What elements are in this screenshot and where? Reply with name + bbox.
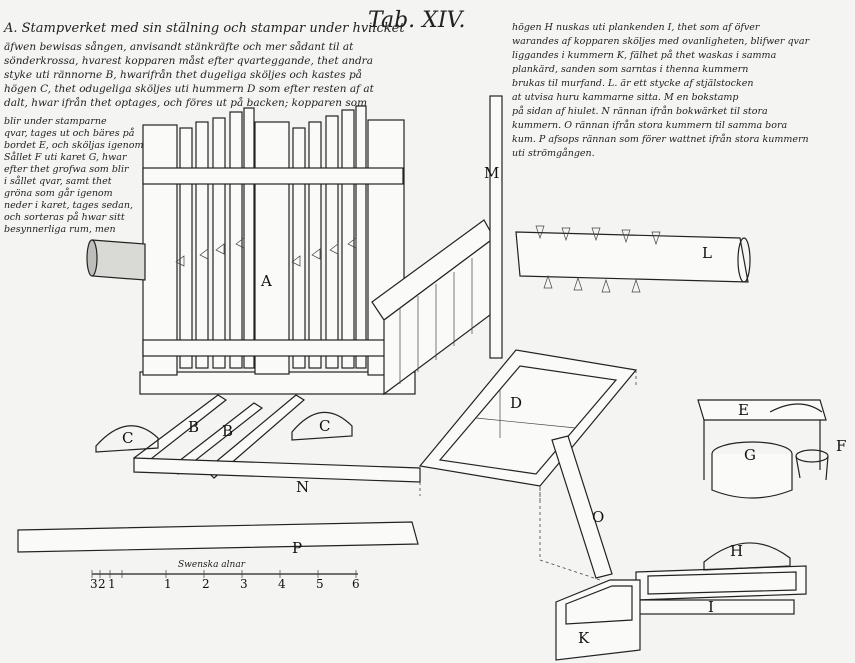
stamp-cams	[175, 237, 357, 267]
label-A: A	[260, 272, 272, 290]
svg-text:brukas til murfand. L. är ett: brukas til murfand. L. är ett stycke af …	[512, 78, 753, 89]
svg-text:1: 1	[164, 577, 172, 591]
label-D: D	[510, 394, 522, 412]
stamps-group-1	[179, 107, 255, 369]
svg-text:6: 6	[352, 577, 360, 591]
channel-O: O	[539, 435, 613, 581]
svg-text:4: 4	[278, 577, 286, 591]
svg-text:Sållet F uti karet G, hwar: Sållet F uti karet G, hwar	[4, 151, 128, 163]
label-C2: C	[319, 417, 330, 435]
left-top-text: A. Stampverket med sin stälning och stam…	[3, 21, 405, 109]
heap-H: H	[703, 542, 791, 571]
vat-G: G	[711, 441, 793, 499]
svg-text:3: 3	[240, 577, 248, 591]
stamps-group-2	[292, 105, 367, 369]
svg-text:at utvisa huru kammarne sitta.: at utvisa huru kammarne sitta. M en boks…	[512, 92, 738, 103]
svg-text:plankärd, sanden som sarntas i: plankärd, sanden som sarntas i thenna ku…	[512, 64, 748, 75]
label-P: P	[292, 539, 302, 557]
svg-text:efter thet grofwa som blir: efter thet grofwa som blir	[4, 164, 130, 175]
label-H: H	[730, 542, 743, 560]
svg-text:styke uti rännorne B, hwarifrå: styke uti rännorne B, hwarifrån thet dug…	[4, 68, 362, 81]
scale-bar: Swenska alnar 3 2 1 1 2 3 4 5 6	[90, 560, 360, 591]
svg-text:warandes af kopparen sköljes m: warandes af kopparen sköljes med ovanlig…	[512, 36, 811, 47]
wheel-support	[371, 219, 495, 396]
svg-text:liggandes i kummern K, fälhet: liggandes i kummern K, fälhet på thet wa…	[512, 49, 777, 61]
table-E: E	[697, 399, 827, 480]
svg-text:dalt, hwar ifrån thet optages,: dalt, hwar ifrån thet optages, och föres…	[4, 96, 367, 109]
label-O: O	[592, 508, 604, 526]
svg-text:besynnerliga rum, men: besynnerliga rum, men	[4, 224, 116, 235]
svg-text:1: 1	[108, 577, 116, 591]
svg-text:2: 2	[202, 577, 210, 591]
label-G: G	[744, 446, 756, 464]
svg-text:i sållet qvar, samt thet: i sållet qvar, samt thet	[4, 175, 112, 187]
channel-P: P	[17, 521, 419, 557]
svg-text:qvar, tages ut och bäres på: qvar, tages ut och bäres på	[4, 127, 135, 139]
sieve-F: F	[795, 437, 846, 481]
label-E: E	[738, 401, 749, 419]
label-B1: B	[188, 418, 199, 436]
svg-text:blir under stamparne: blir under stamparne	[4, 116, 107, 127]
left-column-text: blir under stamparne qvar, tages ut och …	[4, 116, 144, 235]
svg-text:äfwen bewisas sången, anvisand: äfwen bewisas sången, anvisandt stänkräf…	[4, 40, 354, 53]
label-F: F	[836, 437, 846, 455]
svg-text:sönderkrossa, hvarest kopparen: sönderkrossa, hvarest kopparen måst efte…	[4, 54, 373, 67]
scale-ticks: 3 2 1 1 2 3 4 5 6	[90, 577, 360, 591]
svg-text:kum. P afsops rännan som före: kum. P afsops rännan som förer wattnet i…	[512, 133, 809, 145]
shaft-L: L	[515, 225, 751, 293]
svg-text:högen C, thet odugeliga skölje: högen C, thet odugeliga sköljes uti humm…	[4, 83, 375, 95]
scale-caption: Swenska alnar	[178, 560, 246, 570]
camshaft-left	[86, 239, 146, 281]
right-top-text: högen H nuskas uti plankenden I, thet so…	[512, 22, 811, 159]
basin-D: D	[418, 349, 638, 500]
label-K: K	[578, 629, 590, 647]
svg-text:2: 2	[98, 577, 106, 591]
channel-N: N	[133, 457, 421, 496]
svg-text:uti strömgången.: uti strömgången.	[512, 147, 595, 159]
svg-text:kummern. O rännan ifrån stora: kummern. O rännan ifrån stora kummern ti…	[512, 119, 787, 131]
heap-C: C C	[95, 411, 353, 453]
label-M: M	[484, 164, 499, 182]
post-M: M	[484, 95, 503, 359]
svg-text:neder i karet, tages sedan,: neder i karet, tages sedan,	[4, 200, 133, 211]
svg-text:gröna som går igenom: gröna som går igenom	[4, 187, 113, 199]
plate-title: Tab. XIV.	[368, 8, 466, 33]
svg-text:bordet E, och sköljas igenom: bordet E, och sköljas igenom	[4, 140, 144, 151]
label-C1: C	[122, 429, 133, 447]
trough-I: I	[633, 565, 807, 616]
label-N: N	[296, 478, 309, 496]
label-I: I	[708, 598, 714, 616]
svg-text:och sorteras på hwar sitt: och sorteras på hwar sitt	[4, 211, 125, 223]
svg-text:5: 5	[316, 577, 324, 591]
svg-text:på sidan af hiulet. N rännan: på sidan af hiulet. N rännan ifrån bokwä…	[512, 105, 768, 117]
label-L: L	[702, 244, 712, 262]
svg-text:högen H nuskas uti plankenden: högen H nuskas uti plankenden I, thet so…	[512, 22, 761, 33]
svg-text:3: 3	[90, 577, 98, 591]
svg-text:A. Stampverket med sin stälnin: A. Stampverket med sin stälning och stam…	[3, 21, 405, 36]
pit-K: K	[555, 579, 641, 661]
label-B2: B	[222, 422, 233, 440]
